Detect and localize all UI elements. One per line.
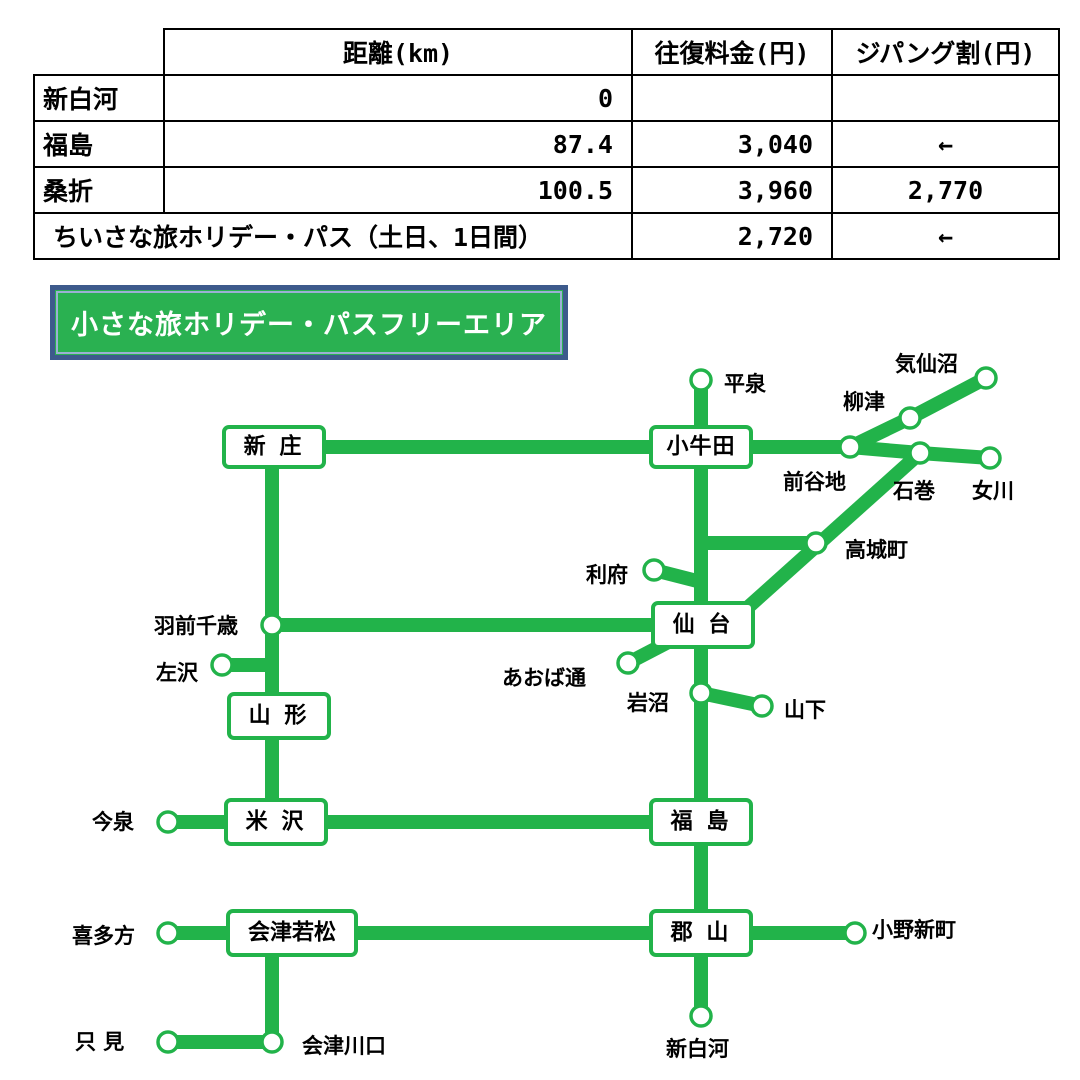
station-label-tadami: 只 見 [75, 1030, 124, 1054]
header-zipangu: ジパング割(円) [831, 28, 1060, 76]
station-box-yonezawa: 米 沢 [224, 798, 328, 846]
station-label-yamashita: 山下 [784, 698, 826, 722]
station-node-uzensendai [260, 613, 284, 637]
header-round-trip: 往復料金(円) [631, 28, 833, 76]
station-label-yamagata: 山 形 [249, 704, 310, 729]
station-box-koriyama: 郡 山 [649, 909, 753, 957]
station-node-yamashita [750, 694, 774, 718]
map-title-banner: 小さな旅ホリデー・パスフリーエリア [50, 285, 568, 360]
station-label-shirakawa: 新白河 [666, 1037, 729, 1061]
minor-station-nodes [156, 366, 1002, 1054]
station-node-takagimachi [804, 531, 828, 555]
major-stations: 新 庄 小牛田 仙 台 山 形 米 沢 福 島 会津若松 郡 山 [222, 425, 755, 957]
station-label-yanaizu: 柳津 [843, 390, 885, 414]
station-node-hiraizumi [689, 368, 713, 392]
station-label-kitakata: 喜多方 [72, 924, 135, 948]
station-node-maeyachi [838, 435, 862, 459]
table-row: 福島 87.4 3,040 ← [33, 120, 1060, 168]
station-box-aizuwakamatsu: 会津若松 [226, 909, 358, 957]
map-title: 小さな旅ホリデー・パスフリーエリア [71, 310, 547, 341]
station-label-imaizumi: 今泉 [92, 810, 135, 834]
station-box-fukushima: 福 島 [649, 798, 753, 846]
station-name-cell: 新白河 [33, 74, 165, 122]
round-trip-cell: 3,960 [631, 166, 833, 214]
station-node-kesennuma [974, 366, 998, 390]
station-label-rifu: 利府 [586, 563, 628, 587]
station-node-iwanuma [689, 681, 713, 705]
station-label-kogota: 小牛田 [666, 434, 735, 460]
station-label-maeyachi: 前谷地 [783, 470, 846, 494]
zipangu-cell: 2,770 [831, 166, 1060, 214]
station-label-shinjo: 新 庄 [244, 434, 305, 460]
station-label-sazawa: 左沢 [156, 661, 199, 685]
station-label-takagimachi: 高城町 [845, 538, 908, 562]
station-label-ishinomaki: 石巻 [892, 479, 935, 503]
station-name-cell: 桑折 [33, 166, 165, 214]
station-label-sendai: 仙 台 [673, 612, 734, 638]
station-node-ononiimachi [843, 921, 867, 945]
table-row: 桑折 100.5 3,960 2,770 [33, 166, 1060, 214]
station-node-rifu [642, 558, 666, 582]
rail-line-senseki [740, 447, 925, 616]
station-name-cell: 福島 [33, 120, 165, 168]
station-label-onagawa: 女川 [972, 479, 1014, 503]
pass-label-cell: ちいさな旅ホリデー・パス（土日、1日間） [33, 212, 633, 260]
distance-cell: 100.5 [163, 166, 633, 214]
station-box-shinjo: 新 庄 [222, 425, 326, 469]
table-header-row: 距離(km) 往復料金(円) ジパング割(円) [34, 28, 1060, 76]
station-label-kesennuma: 気仙沼 [895, 352, 958, 376]
station-node-shirakawa [689, 1004, 713, 1028]
station-node-aobadori [616, 651, 640, 675]
header-distance: 距離(km) [163, 28, 633, 76]
station-node-aizukawaguchi [260, 1030, 284, 1054]
table-corner-cell [34, 29, 165, 76]
distance-cell: 0 [163, 74, 633, 122]
pass-row: ちいさな旅ホリデー・パス（土日、1日間） 2,720 ← [33, 212, 1060, 260]
station-label-ononiimachi: 小野新町 [872, 918, 956, 942]
station-label-aobadori: あおば通 [502, 666, 586, 690]
station-box-sendai: 仙 台 [651, 601, 755, 649]
round-trip-cell [631, 74, 833, 122]
station-node-sazawa [210, 653, 234, 677]
station-label-iwanuma: 岩沼 [626, 691, 669, 715]
station-node-tadami [156, 1030, 180, 1054]
station-box-kogota: 小牛田 [649, 425, 753, 469]
distance-cell: 87.4 [163, 120, 633, 168]
fare-table: 距離(km) 往復料金(円) ジパング割(円) 新白河 0 福島 87.4 3,… [33, 28, 1060, 260]
zipangu-cell: ← [831, 120, 1060, 168]
station-node-yanaizu [898, 406, 922, 430]
station-label-koriyama: 郡 山 [670, 921, 732, 946]
station-node-kitakata [156, 921, 180, 945]
station-node-imaizumi [156, 810, 180, 834]
table-row: 新白河 0 [33, 74, 1060, 122]
station-label-uzensendai: 羽前千歳 [154, 614, 238, 638]
station-label-aizukawaguchi: 会津川口 [302, 1034, 386, 1058]
pass-zipangu-cell: ← [831, 212, 1060, 260]
minor-station-labels: 平泉 気仙沼 柳津 前谷地 石巻 女川 高城町 利府 羽前千歳 左沢 あおば通 … [72, 352, 1014, 1061]
station-node-ishinomaki [908, 441, 932, 465]
station-label-fukushima: 福 島 [670, 809, 732, 835]
station-node-onagawa [978, 446, 1002, 470]
round-trip-cell: 3,040 [631, 120, 833, 168]
station-label-aizuwakamatsu: 会津若松 [248, 920, 336, 946]
station-box-yamagata: 山 形 [227, 692, 331, 740]
station-label-yonezawa: 米 沢 [246, 810, 307, 835]
pass-round-trip-cell: 2,720 [631, 212, 833, 260]
zipangu-cell [831, 74, 1060, 122]
station-label-hiraizumi: 平泉 [724, 372, 767, 396]
